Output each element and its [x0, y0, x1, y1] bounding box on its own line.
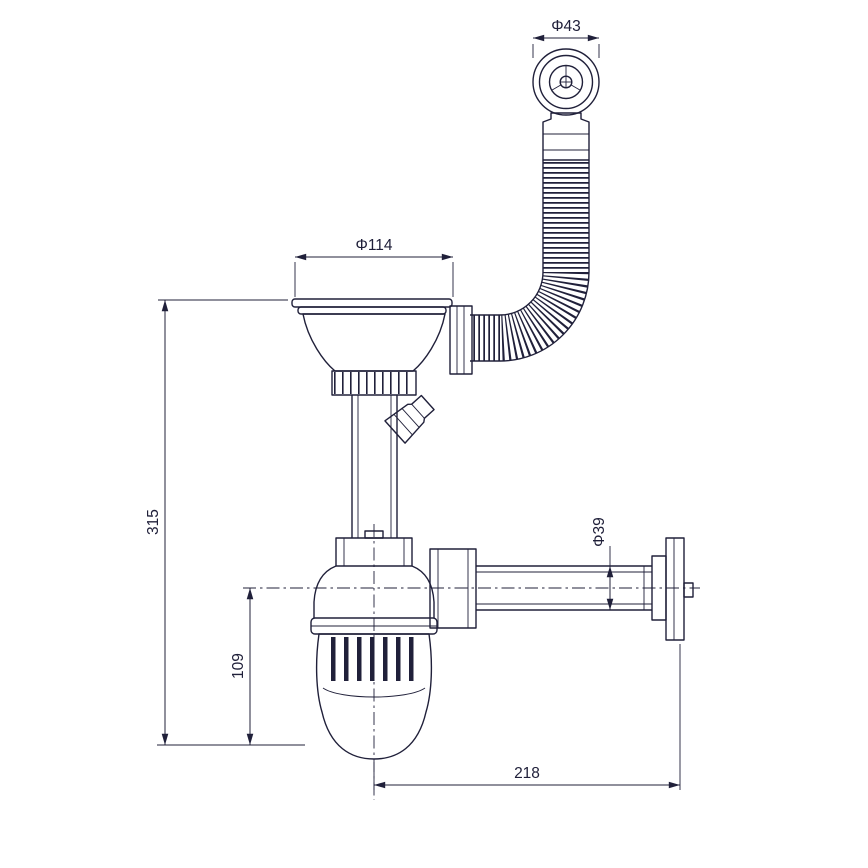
dim-label-overflow-diameter: Φ43 — [551, 18, 581, 35]
sink-strainer — [291, 298, 453, 396]
dim-trap-depth: 109 — [230, 588, 254, 745]
hose-fitting — [449, 305, 473, 375]
overflow-cap — [532, 48, 600, 161]
wall-flange — [651, 537, 694, 641]
dim-outlet-length: 218 — [373, 644, 681, 790]
dim-overflow-diameter: Φ43 — [532, 18, 600, 58]
dim-label-outlet-pipe-diameter: Φ39 — [591, 517, 608, 547]
dim-label-strainer-diameter: Φ114 — [355, 237, 392, 254]
dim-outlet-pipe-diameter: Φ39 — [591, 517, 614, 610]
side-spigot — [384, 394, 435, 444]
dim-strainer-diameter: Φ114 — [294, 237, 454, 297]
outlet-pipe — [429, 548, 652, 629]
dim-label-outlet-length: 218 — [514, 765, 540, 782]
dim-label-trap-depth: 109 — [230, 653, 247, 679]
corrugated-hose — [470, 160, 590, 362]
centerlines — [243, 524, 700, 800]
dim-label-overall-height: 315 — [145, 509, 162, 535]
tailpiece-tube — [351, 395, 398, 538]
dim-overall-height: 315 — [145, 299, 305, 746]
